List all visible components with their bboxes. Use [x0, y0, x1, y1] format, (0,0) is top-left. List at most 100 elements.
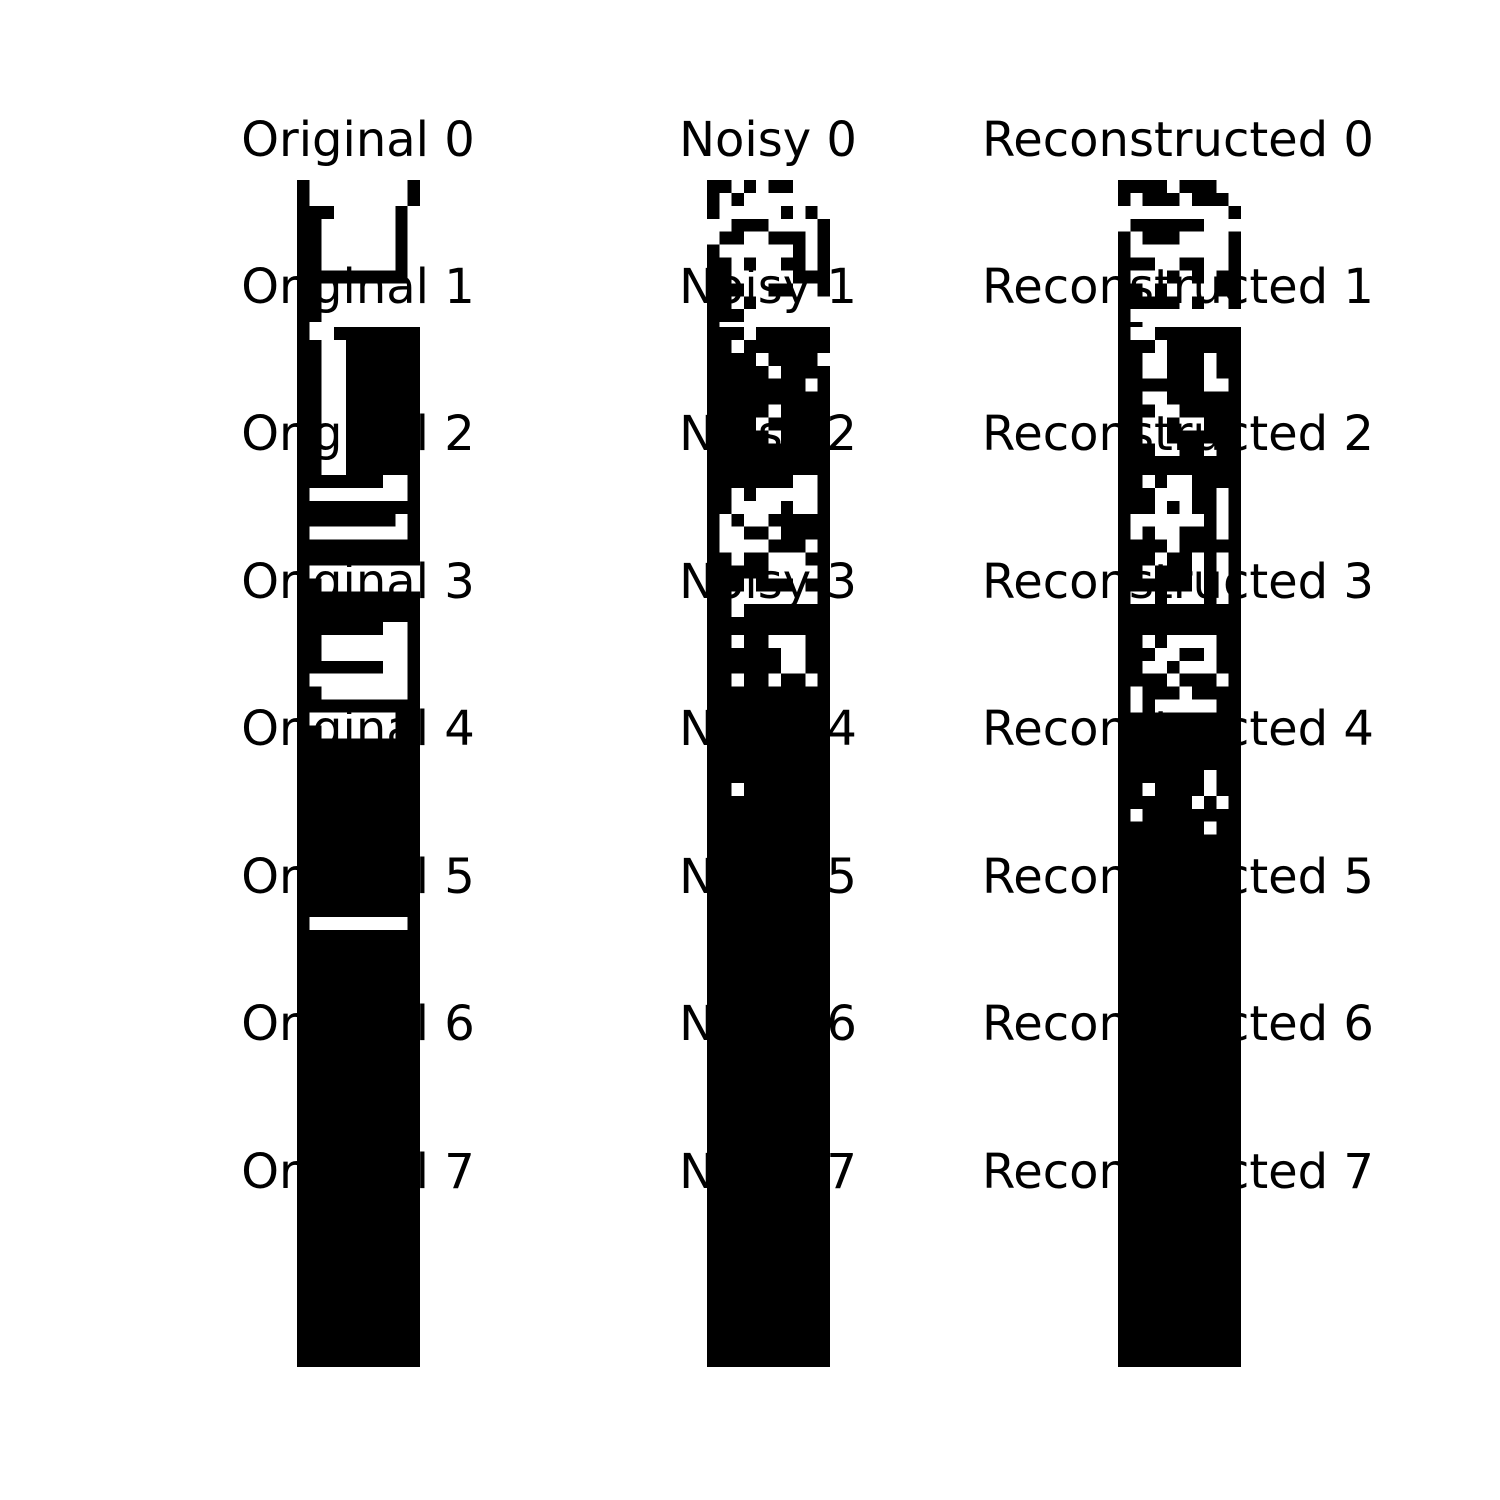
grid-pixel — [780, 1237, 794, 1251]
grid-pixel — [805, 218, 818, 232]
grid-pixel — [1154, 994, 1168, 1008]
grid-pixel — [780, 526, 794, 540]
grid-pixel — [1179, 1046, 1192, 1060]
grid-pixel — [1179, 1116, 1192, 1130]
grid-pixel — [309, 886, 322, 900]
grid-pixel — [1228, 339, 1241, 353]
grid-pixel — [358, 1224, 371, 1238]
grid-pixel — [1167, 808, 1180, 822]
grid-pixel — [395, 1116, 408, 1130]
grid-pixel — [756, 673, 769, 687]
grid-pixel — [719, 929, 732, 943]
grid-pixel — [333, 1168, 347, 1182]
grid-pixel — [1130, 808, 1143, 822]
grid-pixel — [1167, 886, 1180, 900]
grid-pixel — [383, 1103, 396, 1117]
grid-pixel — [1154, 1046, 1168, 1060]
grid-pixel — [370, 1077, 384, 1091]
grid-pixel — [707, 1155, 720, 1169]
grid-pixel — [768, 1263, 781, 1277]
grid-pixel — [1216, 738, 1229, 752]
grid-pixel — [309, 622, 322, 635]
grid-pixel — [768, 565, 781, 579]
grid-pixel — [731, 283, 744, 297]
grid-pixel — [370, 487, 384, 501]
grid-pixel — [1204, 770, 1217, 783]
grid-pixel — [743, 539, 757, 553]
grid-pixel — [395, 257, 408, 271]
grid-pixel — [1154, 192, 1168, 206]
grid-pixel — [358, 782, 371, 796]
grid-pixel — [309, 1289, 322, 1303]
grid-pixel — [309, 1250, 322, 1264]
grid-pixel — [1142, 917, 1155, 930]
grid-pixel — [793, 475, 806, 488]
grid-pixel — [793, 565, 806, 579]
grid-pixel — [309, 770, 322, 783]
grid-pixel — [1142, 1289, 1155, 1303]
grid-pixel — [1142, 526, 1155, 540]
grid-pixel — [1154, 1289, 1168, 1303]
grid-pixel — [358, 834, 371, 848]
grid-pixel — [1228, 578, 1241, 592]
grid-pixel — [1204, 365, 1217, 379]
grid-pixel — [1228, 391, 1241, 405]
grid-pixel — [1142, 192, 1155, 206]
grid-pixel — [1191, 218, 1205, 232]
grid-pixel — [731, 456, 744, 470]
grid-pixel — [1130, 1194, 1143, 1208]
grid-pixel — [1118, 430, 1131, 444]
grid-pixel — [1191, 231, 1205, 245]
grid-pixel — [358, 352, 371, 366]
grid-pixel — [1142, 1033, 1155, 1047]
grid-pixel — [768, 391, 781, 405]
grid-pixel — [707, 647, 720, 661]
grid-pixel — [768, 808, 781, 822]
grid-pixel — [805, 205, 818, 219]
grid-pixel — [297, 180, 310, 193]
grid-pixel — [1118, 1129, 1131, 1143]
grid-pixel — [707, 270, 720, 284]
grid-pixel — [1179, 873, 1192, 887]
grid-pixel — [743, 1328, 757, 1342]
grid-pixel — [1228, 847, 1241, 861]
grid-pixel — [1167, 218, 1180, 232]
grid-pixel — [817, 1020, 830, 1034]
grid-pixel — [731, 873, 744, 887]
grid-pixel — [1142, 1065, 1155, 1078]
grid-pixel — [1191, 981, 1205, 995]
grid-pixel — [1142, 942, 1155, 956]
grid-pixel — [793, 283, 806, 297]
grid-pixel — [1118, 309, 1131, 323]
grid-pixel — [309, 604, 322, 618]
grid-pixel — [1191, 1181, 1205, 1195]
grid-pixel — [1228, 1263, 1241, 1277]
grid-pixel — [780, 270, 794, 284]
grid-pixel — [407, 180, 420, 193]
grid-pixel — [756, 296, 769, 310]
grid-pixel — [817, 500, 830, 514]
grid-pixel — [1179, 634, 1192, 648]
grid-pixel — [1216, 1155, 1229, 1169]
grid-pixel — [1142, 270, 1155, 284]
grid-pixel — [370, 365, 384, 379]
grid-pixel — [1216, 1224, 1229, 1238]
grid-pixel — [817, 1007, 830, 1021]
grid-pixel — [1118, 487, 1131, 501]
grid-pixel — [1204, 622, 1217, 635]
grid-pixel — [731, 725, 744, 739]
grid-pixel — [1216, 1212, 1229, 1225]
grid-pixel — [358, 1212, 371, 1225]
grid-pixel — [1142, 578, 1155, 592]
grid-pixel — [1130, 604, 1143, 618]
grid-pixel — [817, 180, 830, 193]
grid-pixel — [297, 218, 310, 232]
grid-pixel — [707, 1090, 720, 1104]
grid-pixel — [395, 1020, 408, 1034]
grid-pixel — [707, 1007, 720, 1021]
grid-pixel — [1118, 1007, 1131, 1021]
grid-pixel — [297, 1181, 310, 1195]
grid-pixel — [407, 751, 420, 765]
grid-pixel — [321, 1194, 334, 1208]
grid-pixel — [1216, 1077, 1229, 1091]
